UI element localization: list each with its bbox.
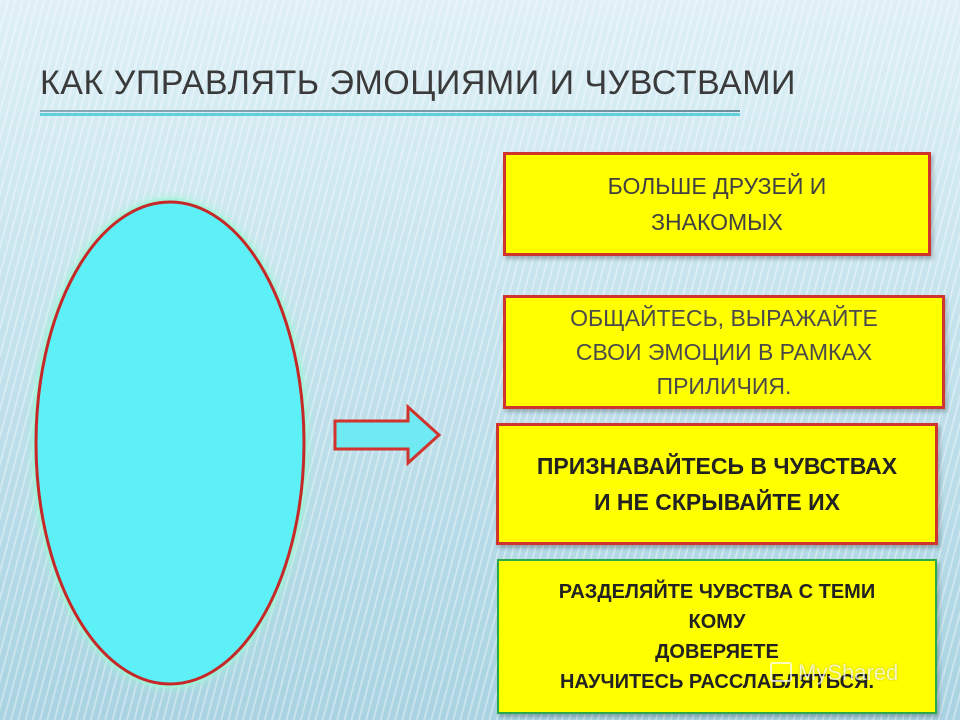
- tip-box-more-friends: БОЛЬШЕ ДРУЗЕЙ И ЗНАКОМЫХ: [503, 152, 931, 256]
- tip-line: ПРИЛИЧИЯ.: [656, 373, 792, 399]
- watermark-text: MyShared: [798, 660, 899, 685]
- title-underline: [40, 110, 740, 112]
- tip-box-share-feelings: РАЗДЕЛЯЙТЕ ЧУВСТВА С ТЕМИ КОМУ ДОВЕРЯЕТЕ…: [497, 559, 937, 714]
- tip-box-admit-feelings: ПРИЗНАВАЙТЕСЬ В ЧУВСТВАХ И НЕ СКРЫВАЙТЕ …: [496, 423, 938, 545]
- watermark: MyShared: [770, 660, 898, 686]
- slide-title: КАК УПРАВЛЯТЬ ЭМОЦИЯМИ И ЧУВСТВАМИ: [40, 64, 796, 102]
- tip-line: ПРИЗНАВАЙТЕСЬ В ЧУВСТВАХ: [536, 453, 898, 479]
- watermark-logo-icon: [770, 662, 792, 682]
- tip-line: СВОИ ЭМОЦИИ В РАМКАХ: [575, 339, 873, 365]
- tip-box-communicate: ОБЩАЙТЕСЬ, ВЫРАЖАЙТЕ СВОИ ЭМОЦИИ В РАМКА…: [503, 295, 945, 409]
- tip-line: КОМУ: [688, 610, 746, 633]
- tip-line: ДОВЕРЯЕТЕ: [655, 640, 779, 663]
- title-accent-line: [40, 113, 740, 116]
- tip-line: БОЛЬШЕ ДРУЗЕЙ И: [607, 173, 827, 199]
- tip-line: ОБЩАЙТЕСЬ, ВЫРАЖАЙТЕ: [570, 305, 878, 331]
- tip-line: ЗНАКОМЫХ: [651, 209, 783, 235]
- tip-line: НАУЧИТЕСЬ РАССЛАБЛЯТЬСЯ.: [559, 670, 875, 693]
- center-ellipse: [26, 192, 314, 694]
- right-arrow-icon: [332, 404, 444, 466]
- tip-line: И НЕ СКРЫВАЙТЕ ИХ: [593, 489, 840, 515]
- tip-line: РАЗДЕЛЯЙТЕ ЧУВСТВА С ТЕМИ: [558, 580, 876, 603]
